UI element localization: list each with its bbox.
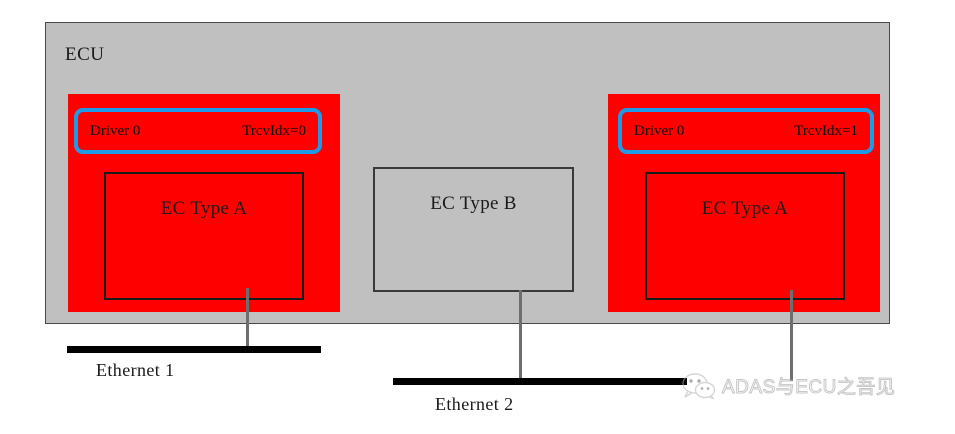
bus-label-ethernet-2: Ethernet 2: [435, 394, 514, 414]
connector-middle-to-eth2: [519, 290, 522, 381]
ec-box-type-b: EC Type B: [373, 167, 574, 292]
driver-pill-left: Driver 0 TrcvIdx=0: [74, 108, 322, 154]
trcv-index-left: TrcvIdx=0: [242, 122, 306, 139]
trcv-index-right: TrcvIdx=1: [794, 122, 858, 139]
bus-label-ethernet-1: Ethernet 1: [96, 360, 175, 380]
bus-line-ethernet-1: [67, 346, 321, 353]
ecu-label: ECU: [65, 44, 105, 65]
wechat-icon: [682, 372, 716, 399]
driver-name-right: Driver 0: [634, 122, 685, 139]
watermark: ADAS与ECU之吾见: [682, 372, 895, 399]
ec-label-type-b: EC Type B: [430, 193, 517, 214]
driver-name-left: Driver 0: [90, 122, 141, 139]
ec-label-type-a-right: EC Type A: [701, 198, 789, 219]
connector-right-to-eth2: [790, 290, 793, 381]
ec-label-type-a-left: EC Type A: [160, 198, 248, 219]
ec-box-type-a-left: EC Type A: [104, 172, 304, 300]
connector-left-to-eth1: [246, 288, 249, 352]
driver-pill-right: Driver 0 TrcvIdx=1: [618, 108, 874, 154]
ec-box-type-a-right: EC Type A: [645, 172, 845, 300]
bus-line-ethernet-2: [393, 378, 687, 385]
watermark-text: ADAS与ECU之吾见: [721, 377, 896, 399]
